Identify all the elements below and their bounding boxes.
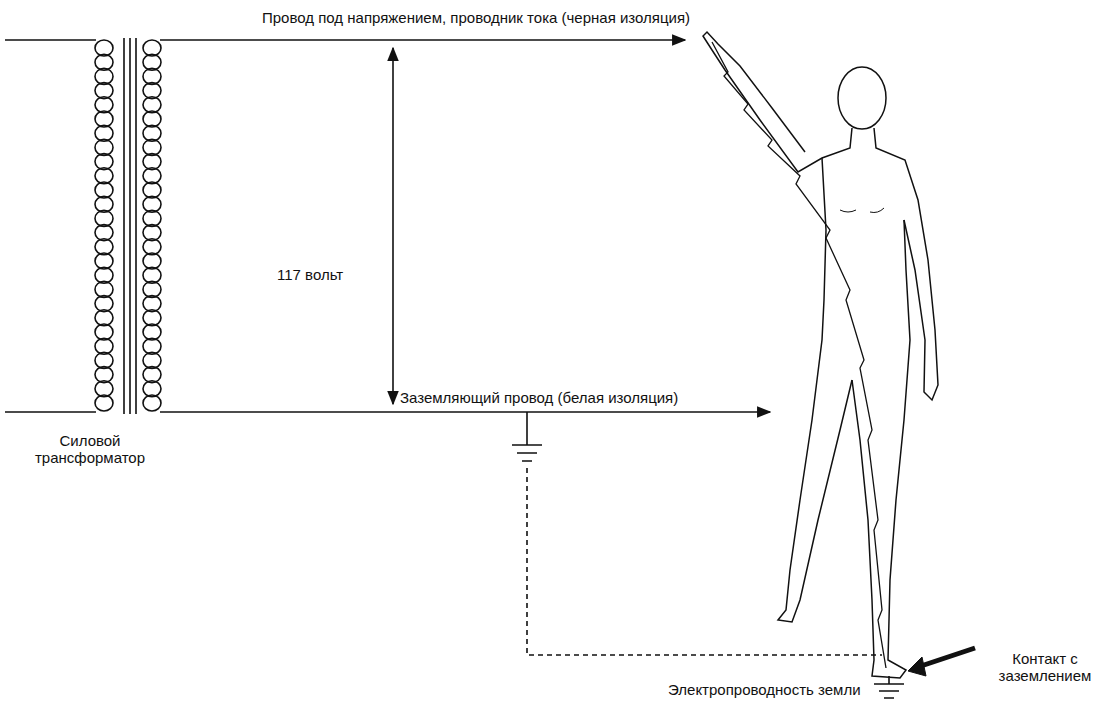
live-wire	[160, 39, 685, 41]
transformer-label: Силовой трансформатор	[30, 432, 150, 466]
ground-wire	[160, 411, 770, 413]
ground-symbol	[512, 412, 542, 461]
primary-lead	[5, 40, 96, 412]
voltage-label: 117 вольт	[277, 266, 343, 283]
contact-arrowhead	[908, 657, 926, 676]
ground-wire-label: Заземляющий провод (белая изоляция)	[400, 389, 678, 406]
earth-path	[527, 468, 882, 655]
transformer-coils	[95, 40, 161, 411]
coil-turn	[95, 395, 113, 411]
earth-label: Электропроводность земли	[668, 681, 861, 698]
contact-label: Контакт с заземлением	[982, 650, 1108, 684]
ground-symbol	[874, 676, 904, 698]
current-path	[712, 42, 886, 668]
voltage-arrow	[392, 48, 394, 404]
coil-turn	[143, 395, 161, 411]
human-figure	[703, 32, 938, 678]
transformer-core	[124, 38, 136, 414]
live-wire-label: Провод под напряжением, проводник тока (…	[262, 9, 690, 26]
